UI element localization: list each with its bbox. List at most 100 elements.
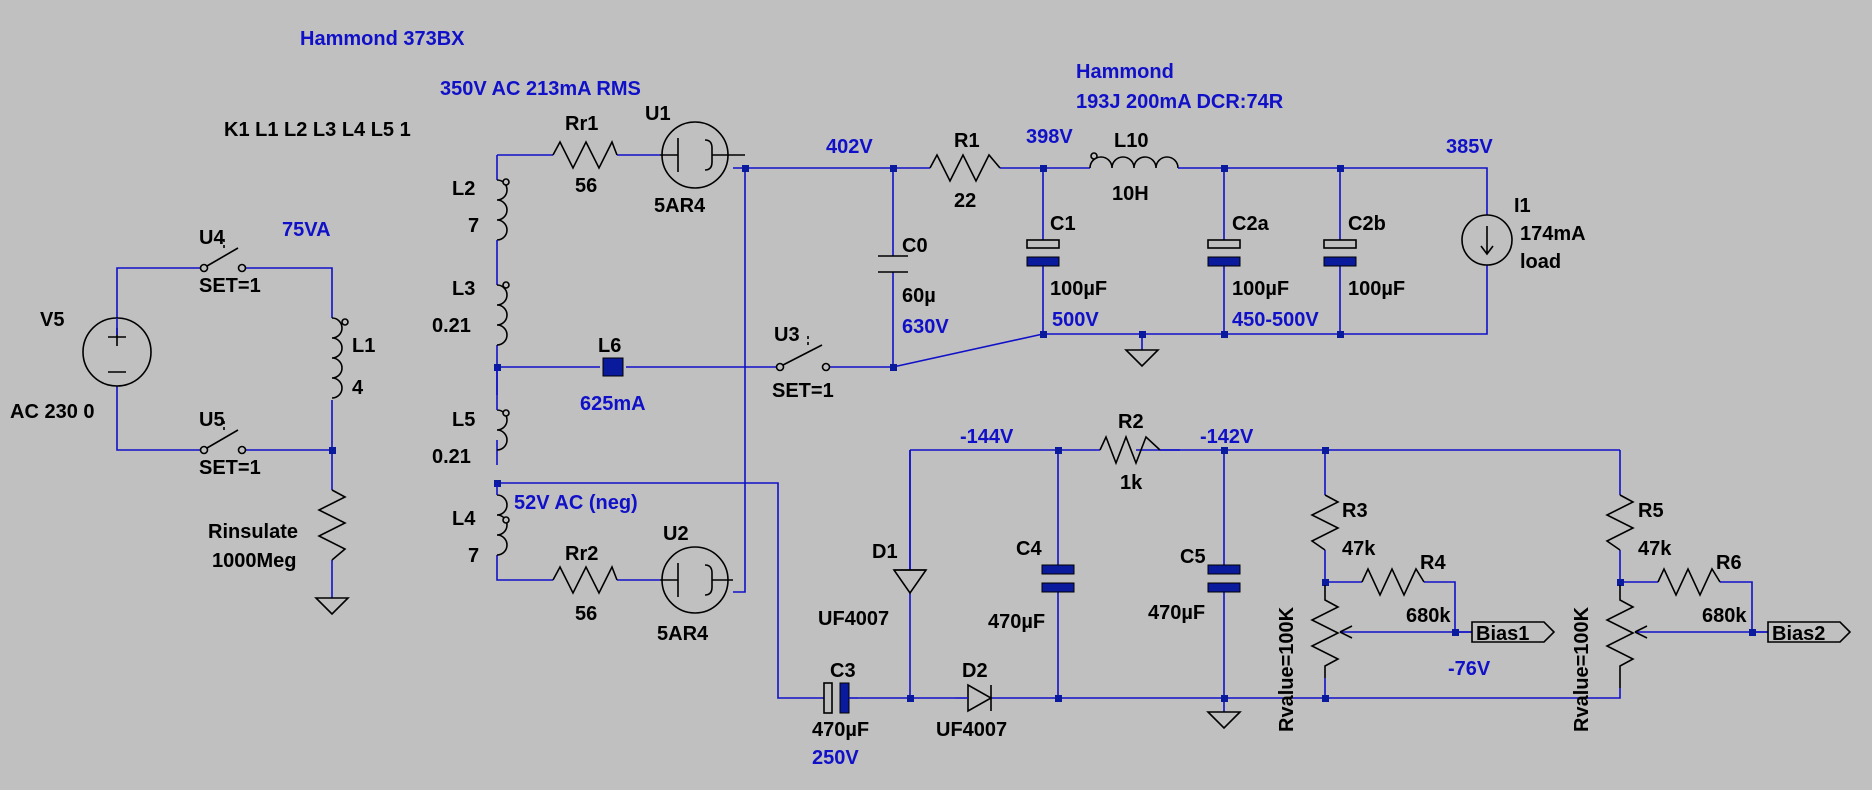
annotation-500v: 500V	[1052, 309, 1099, 331]
label-u3-value: SET=1	[772, 380, 834, 402]
label-l4-name: L4	[452, 508, 476, 530]
label-r6-value: 680k	[1702, 605, 1747, 627]
label-u5-value: SET=1	[199, 457, 261, 479]
annotation-minus-76v: -76V	[1448, 658, 1491, 680]
inductor-l4[interactable]	[496, 483, 510, 556]
resistor-rr1[interactable]	[552, 140, 618, 170]
label-r2-value: 1k	[1120, 472, 1143, 494]
annotation-choke-2: 193J 200mA DCR:74R	[1076, 91, 1284, 113]
diode-d2[interactable]	[955, 683, 993, 713]
annotation-choke-1: Hammond	[1076, 61, 1174, 83]
inductor-l2[interactable]	[496, 178, 510, 241]
port-bias1-label: Bias1	[1476, 623, 1529, 645]
switch-u4[interactable]	[199, 236, 247, 273]
label-l6-name: L6	[598, 335, 621, 357]
capacitor-c5[interactable]	[1207, 564, 1241, 593]
resistor-r1[interactable]	[929, 153, 1001, 183]
label-r1-value: 22	[954, 190, 976, 212]
capacitor-c3[interactable]	[823, 682, 858, 714]
label-r6-name: R6	[1716, 552, 1742, 574]
label-u1-value: 5AR4	[654, 195, 706, 217]
resistor-r6[interactable]	[1657, 567, 1721, 597]
inductor-l5[interactable]	[496, 367, 510, 451]
label-u5-name: U5	[199, 409, 225, 431]
annotation-neg-ac: 52V AC (neg)	[514, 492, 638, 514]
label-l5-value: 0.21	[432, 446, 471, 468]
label-u4-name: U4	[199, 227, 225, 249]
current-source-i1[interactable]	[1461, 214, 1513, 266]
label-r4-value: 680k	[1406, 605, 1451, 627]
label-rinsulate-name: Rinsulate	[208, 521, 298, 543]
rectifier-tube-u1[interactable]	[660, 121, 745, 189]
port-bias1[interactable]: Bias1	[1471, 621, 1556, 645]
inductor-l1[interactable]	[331, 317, 349, 399]
inductor-l10[interactable]	[1089, 152, 1180, 169]
label-d2-name: D2	[962, 660, 988, 682]
capacitor-c2b[interactable]	[1323, 239, 1357, 267]
inductor-l6[interactable]	[602, 357, 624, 377]
annotation-secondary: 350V AC 213mA RMS	[440, 78, 641, 100]
switch-u5[interactable]	[199, 418, 247, 455]
label-r2-name: R2	[1118, 411, 1144, 433]
potentiometer-1[interactable]	[1310, 585, 1353, 678]
capacitor-c2a[interactable]	[1207, 239, 1241, 267]
resistor-r3[interactable]	[1310, 494, 1340, 551]
rectifier-tube-u2[interactable]	[660, 546, 733, 614]
capacitor-c1[interactable]	[1026, 239, 1060, 267]
resistor-rr2[interactable]	[552, 565, 618, 595]
resistor-r5[interactable]	[1605, 494, 1635, 551]
voltage-source-v5[interactable]	[82, 317, 152, 387]
annotation-402v: 402V	[826, 136, 873, 158]
inductor-l3[interactable]	[496, 240, 510, 346]
annotation-transformer: Hammond 373BX	[300, 28, 465, 50]
annotation-250v: 250V	[812, 747, 859, 769]
label-u3-name: U3	[774, 324, 800, 346]
annotation-minus-144v: -144V	[960, 426, 1014, 448]
label-rr2-value: 56	[575, 603, 597, 625]
label-c2a-name: C2a	[1232, 213, 1270, 235]
label-d1-name: D1	[872, 541, 898, 563]
label-c1-name: C1	[1050, 213, 1076, 235]
label-c4-value: 470µF	[988, 611, 1045, 633]
ground-symbol-3	[1206, 711, 1242, 730]
label-u1-name: U1	[645, 103, 671, 125]
label-v5-value: AC 230 0	[10, 401, 95, 423]
label-c2b-value: 100µF	[1348, 278, 1405, 300]
label-c3-value: 470µF	[812, 719, 869, 741]
capacitor-c4[interactable]	[1041, 564, 1075, 593]
label-c5-name: C5	[1180, 546, 1206, 568]
label-c2b-name: C2b	[1348, 213, 1386, 235]
port-bias2[interactable]: Bias2	[1767, 621, 1852, 645]
label-l2-name: L2	[452, 178, 475, 200]
label-l3-value: 0.21	[432, 315, 471, 337]
label-d1-value: UF4007	[818, 608, 889, 630]
label-rr1-name: Rr1	[565, 113, 598, 135]
label-r4-name: R4	[1420, 552, 1446, 574]
label-c2a-value: 100µF	[1232, 278, 1289, 300]
diode-d1[interactable]	[892, 450, 928, 595]
resistor-r4[interactable]	[1361, 567, 1425, 597]
label-u4-value: SET=1	[199, 275, 261, 297]
annotation-minus-142v: -142V	[1200, 426, 1254, 448]
resistor-r2[interactable]	[1099, 434, 1180, 466]
coupling-directive: K1 L1 L2 L3 L4 L5 1	[224, 119, 411, 141]
label-l10-name: L10	[1114, 130, 1148, 152]
label-r5-value: 47k	[1638, 538, 1672, 560]
capacitor-c0[interactable]	[878, 255, 908, 273]
label-u2-value: 5AR4	[657, 623, 709, 645]
wires	[116, 154, 1768, 712]
resistor-rinsulate[interactable]	[317, 489, 347, 561]
switch-u3[interactable]	[775, 333, 831, 372]
label-c0-value: 60µ	[902, 285, 936, 307]
potentiometer-2[interactable]	[1605, 585, 1648, 688]
label-c0-name: C0	[902, 235, 928, 257]
annotations: Hammond 373BX 350V AC 213mA RMS Hammond …	[282, 28, 1493, 769]
label-d2-value: UF4007	[936, 719, 1007, 741]
label-v5-name: V5	[40, 309, 64, 331]
label-r3-value: 47k	[1342, 538, 1376, 560]
label-l1-name: L1	[352, 335, 375, 357]
label-l5-name: L5	[452, 409, 475, 431]
label-l4-value: 7	[468, 545, 479, 567]
annotation-625ma: 625mA	[580, 393, 646, 415]
